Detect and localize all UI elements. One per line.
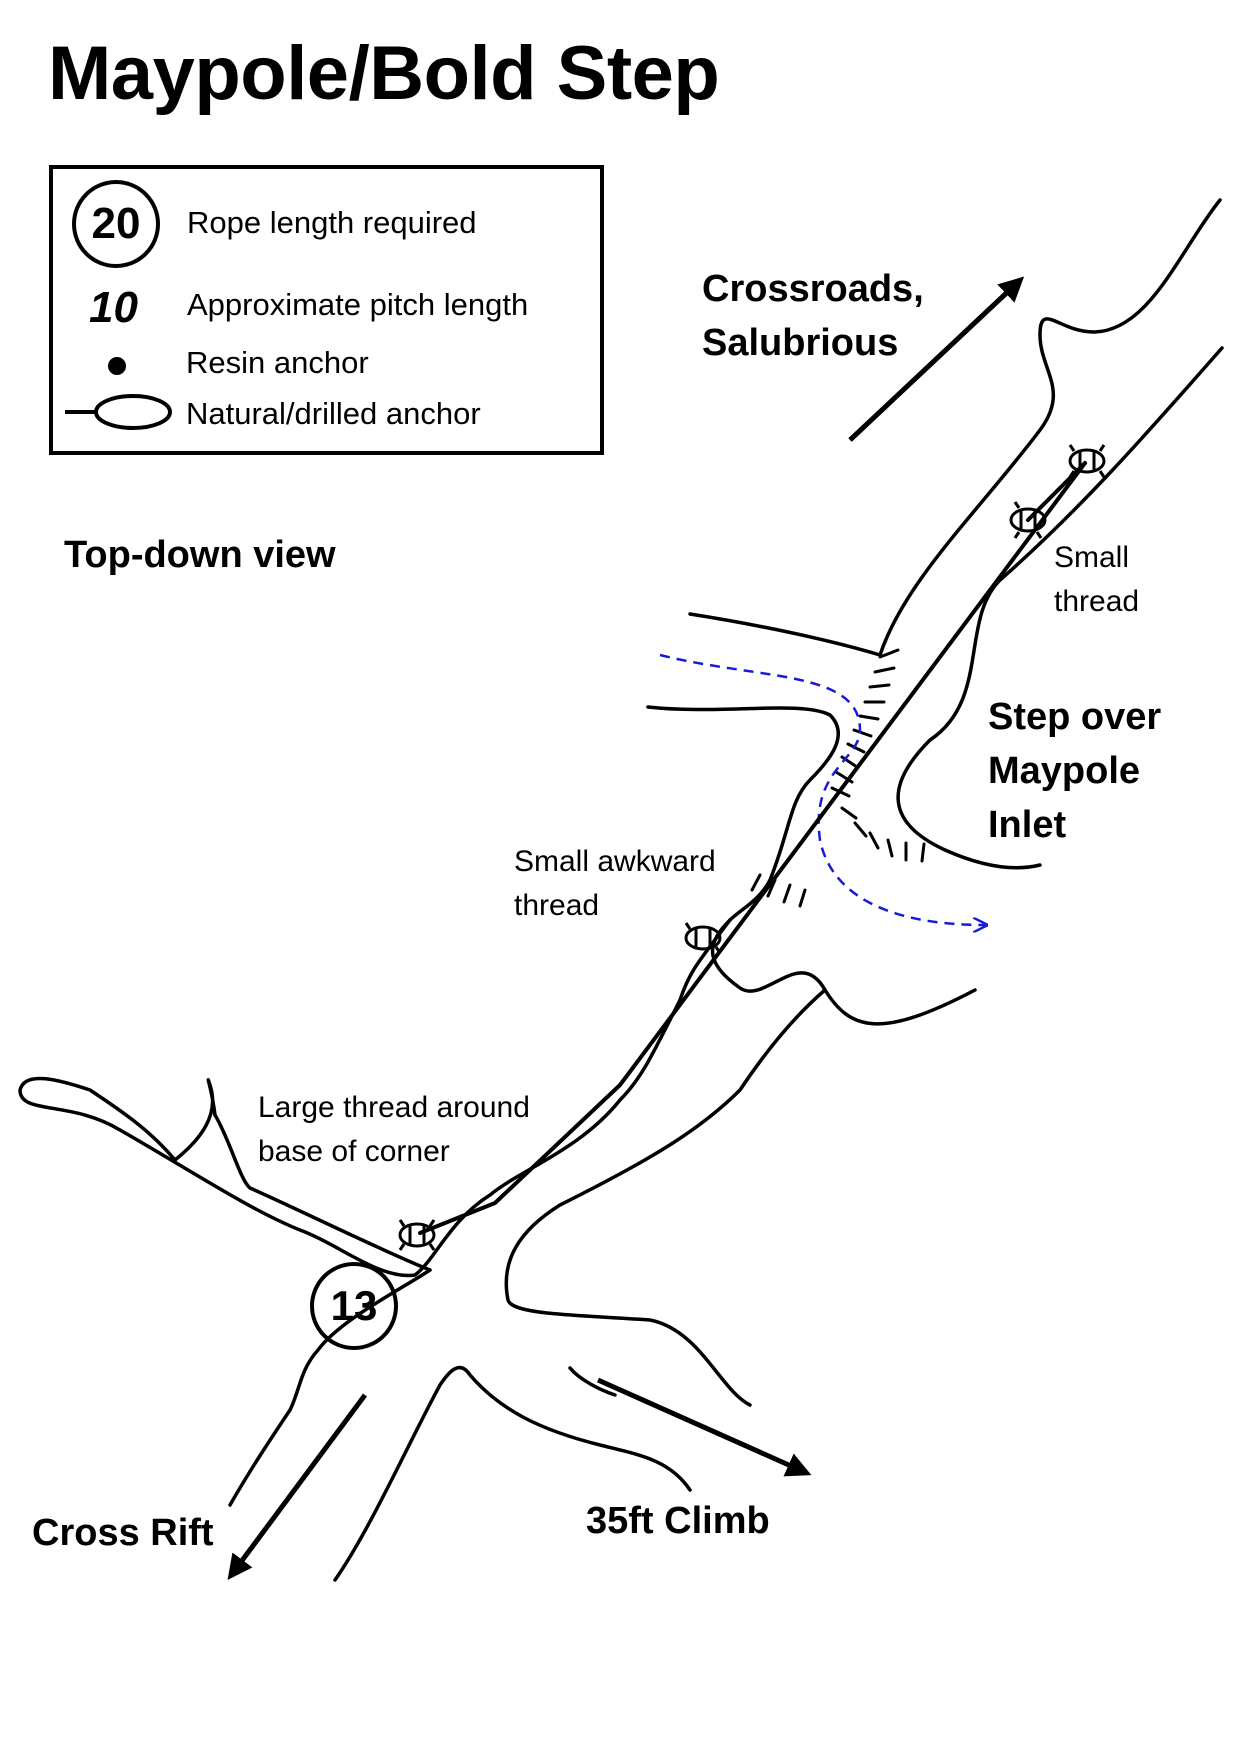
thread-anchor-icon	[1009, 501, 1047, 539]
water-flow-path	[659, 653, 985, 925]
thread-anchor-icon	[398, 1219, 436, 1251]
legend-box	[49, 165, 604, 455]
feature-label-line-1: Step over	[988, 696, 1162, 738]
small-thread-label: Small thread	[1054, 536, 1139, 624]
large-thread-label: Large thread around base of corner	[258, 1086, 530, 1174]
small-awkward-thread-label: Small awkward thread	[514, 840, 716, 928]
destination-cross-rift: Cross Rift	[32, 1512, 214, 1554]
destination-top-line-1: Crossroads,	[702, 268, 924, 310]
small-awkward-thread-line-2: thread	[514, 889, 600, 922]
thread-anchor-icon	[684, 922, 722, 954]
rope-length-value: 13	[330, 1282, 378, 1329]
rope-length-badge: 13	[310, 1262, 398, 1350]
legend-rope-label: Rope length required	[187, 205, 477, 240]
small-thread-line-2: thread	[1054, 585, 1140, 618]
page-title: Maypole/Bold Step	[48, 31, 720, 116]
destination-35ft-climb: 35ft Climb	[586, 1500, 770, 1542]
legend-natural-label: Natural/drilled anchor	[186, 396, 481, 431]
view-label: Top-down view	[64, 534, 336, 576]
feature-label-line-2: Maypole	[988, 750, 1141, 792]
thread-anchor-icon	[1068, 444, 1106, 478]
legend-pitch-label: Approximate pitch length	[187, 287, 529, 322]
circle-number-icon: 20	[72, 180, 160, 268]
legend-rope-symbol: 20	[91, 199, 141, 248]
legend-resin-label: Resin anchor	[186, 345, 369, 380]
feature-label: Step over Maypole Inlet	[988, 690, 1161, 852]
arrow-icon	[227, 276, 1025, 1581]
destination-top: Crossroads, Salubrious	[702, 262, 924, 370]
large-thread-line-1: Large thread around	[258, 1091, 530, 1124]
small-thread-line-1: Small	[1054, 541, 1130, 574]
passage-walls	[18, 198, 1224, 1582]
step-hachures	[750, 648, 926, 908]
small-awkward-thread-line-1: Small awkward	[514, 845, 716, 878]
large-thread-line-2: base of corner	[258, 1135, 450, 1168]
natural-anchor-icon	[65, 394, 172, 430]
feature-label-line-3: Inlet	[988, 804, 1067, 846]
destination-top-line-2: Salubrious	[702, 322, 899, 364]
legend-pitch-symbol: 10	[89, 283, 138, 332]
resin-anchor-icon	[108, 357, 126, 375]
